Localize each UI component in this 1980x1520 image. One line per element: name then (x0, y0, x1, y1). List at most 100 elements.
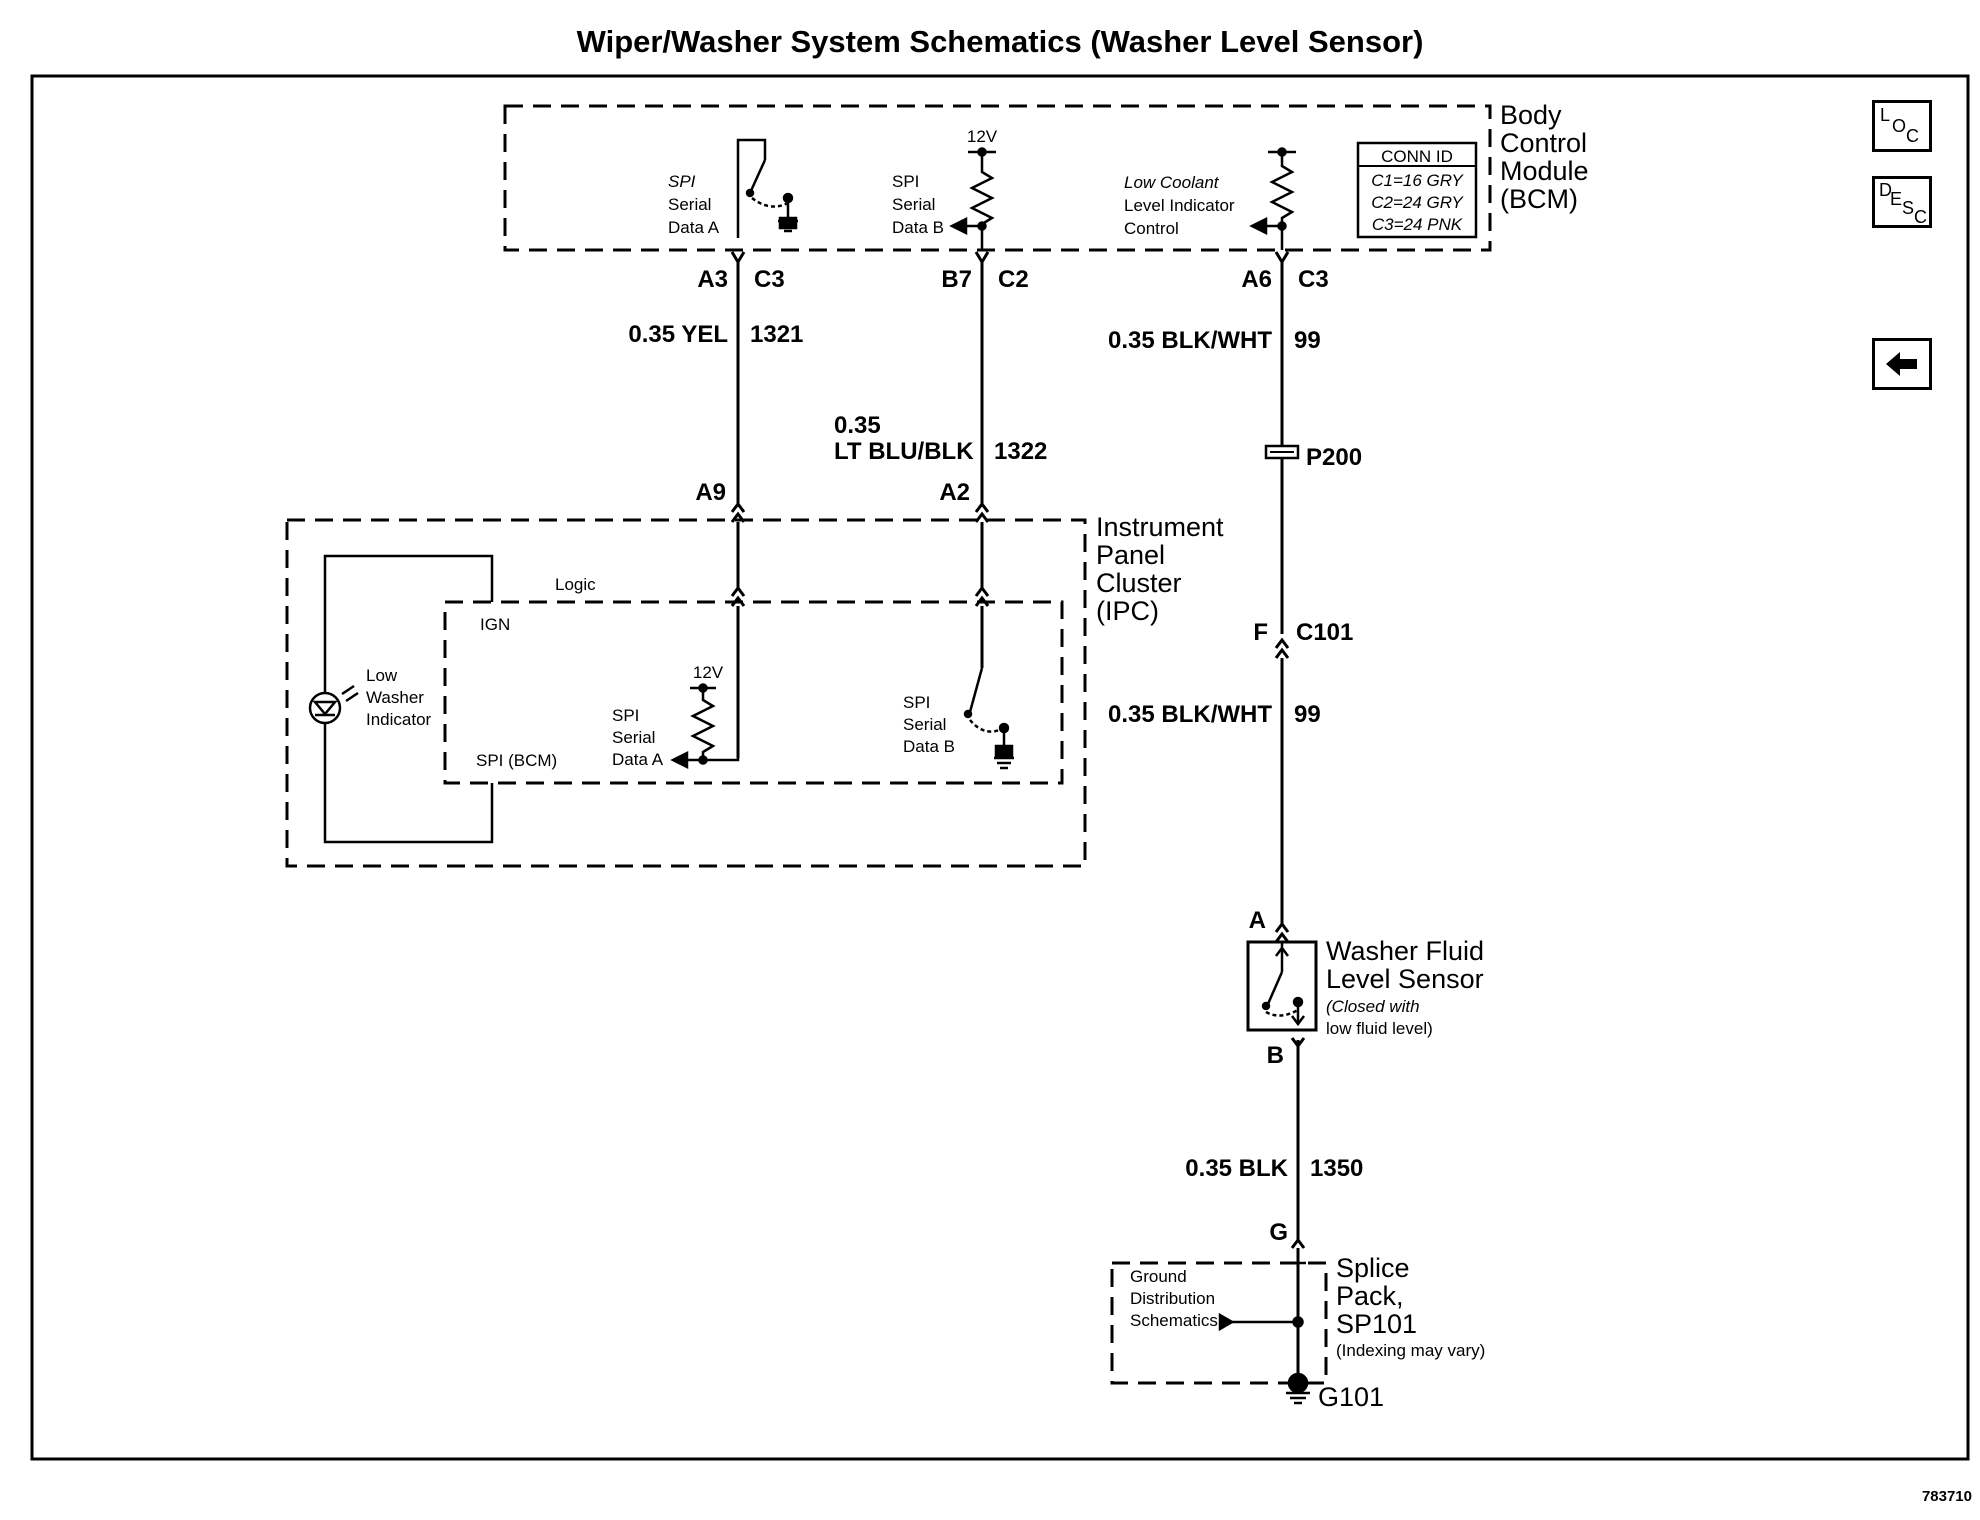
wire-99 (1268, 251, 1296, 943)
ipc-label: Instrument Panel Cluster (IPC) (1096, 512, 1224, 626)
wire-99-conn-top: C3 (1298, 266, 1329, 293)
svg-text:Panel: Panel (1096, 540, 1165, 570)
p200-splice-icon (1264, 444, 1300, 460)
bcm-spi-a-switch (736, 138, 794, 238)
washer-sensor-label: Washer Fluid Level Sensor (Closed with l… (1326, 936, 1484, 1038)
svg-text:low fluid level): low fluid level) (1326, 1019, 1433, 1038)
ground-distribution-label: Ground Distribution Schematics (1130, 1267, 1218, 1330)
wire-1322-color: LT BLU/BLK (834, 438, 974, 465)
svg-text:Level Sensor: Level Sensor (1326, 964, 1484, 994)
svg-text:Washer: Washer (366, 688, 424, 707)
wire-1322-circuit: 1322 (994, 438, 1047, 465)
svg-text:Control: Control (1500, 128, 1587, 158)
svg-text:Body: Body (1500, 100, 1562, 130)
ipc-spi-b-label: SPI Serial Data B (903, 693, 955, 756)
wire-99-circuit: 99 (1294, 327, 1321, 354)
wire-1321-conn-top: C3 (754, 266, 785, 293)
svg-text:(Indexing may vary): (Indexing may vary) (1336, 1341, 1485, 1360)
wire-99-pin-top: A6 (1241, 266, 1272, 293)
bcm-label: Body Control Module (BCM) (1500, 100, 1589, 214)
svg-text:Ground: Ground (1130, 1267, 1187, 1286)
spi-bcm-label: SPI (BCM) (476, 751, 557, 770)
svg-text:Instrument: Instrument (1096, 512, 1224, 542)
wire-1350-pin-bottom: G (1269, 1219, 1288, 1246)
ipc-logic-box (443, 600, 1064, 785)
svg-text:CONN ID: CONN ID (1381, 147, 1453, 166)
p200-label: P200 (1306, 444, 1362, 471)
loc-button[interactable]: L O C (1872, 100, 1932, 152)
wire-1321-circuit: 1321 (750, 321, 803, 348)
wire-99-color-2: 0.35 BLK/WHT (1108, 701, 1272, 728)
loc-letter: C (1906, 126, 1919, 146)
svg-text:Serial: Serial (668, 195, 711, 214)
wire-1322 (974, 251, 990, 668)
wire-1322-pin-top: B7 (941, 266, 972, 293)
svg-text:Level Indicator: Level Indicator (1124, 196, 1235, 215)
wire-1322-gauge: 0.35 (834, 412, 881, 439)
bcm-spi-b-pullup (949, 147, 996, 250)
svg-text:Serial: Serial (903, 715, 946, 734)
svg-text:Data B: Data B (892, 218, 944, 237)
left-arrow-icon (1886, 352, 1917, 376)
splice-pack-wiring (1218, 1261, 1309, 1394)
svg-text:Serial: Serial (612, 728, 655, 747)
ipc-spi-b-switch (963, 667, 1010, 755)
svg-text:Indicator: Indicator (366, 710, 432, 729)
desc-letter: C (1914, 207, 1927, 227)
back-button[interactable] (1872, 338, 1932, 390)
g101-label: G101 (1318, 1382, 1384, 1412)
desc-button[interactable]: D E S C (1872, 176, 1932, 228)
bcm-coolant-label: Low Coolant Level Indicator Control (1124, 173, 1235, 238)
svg-text:Splice: Splice (1336, 1253, 1410, 1283)
svg-text:C2=24 GRY: C2=24 GRY (1371, 193, 1464, 212)
desc-letter: E (1890, 189, 1903, 209)
svg-text:SPI: SPI (892, 172, 919, 191)
sensor-pin-b: B (1267, 1042, 1284, 1069)
desc-letter: D (1879, 180, 1892, 200)
wire-1321-pin-bottom: A9 (695, 479, 726, 506)
diagram-frame (30, 74, 1970, 1461)
wire-1350 (1290, 1037, 1306, 1383)
figure-number: 783710 (1921, 1488, 1972, 1505)
wire-1322-conn-top: C2 (998, 266, 1029, 293)
sensor-pin-a: A (1249, 907, 1266, 934)
wire-1322-pin-bottom: A2 (939, 479, 970, 506)
svg-text:Cluster: Cluster (1096, 568, 1182, 598)
bcm-spi-b-label: SPI Serial Data B (892, 172, 944, 237)
svg-text:Serial: Serial (892, 195, 935, 214)
svg-text:SP101: SP101 (1336, 1309, 1417, 1339)
bcm-box (503, 104, 1492, 252)
svg-text:Data B: Data B (903, 737, 955, 756)
svg-text:Washer Fluid: Washer Fluid (1326, 936, 1484, 966)
svg-text:Low Coolant: Low Coolant (1124, 173, 1220, 192)
washer-sensor-switch (1261, 942, 1305, 1027)
ground-icon (994, 744, 1014, 770)
ign-label: IGN (480, 615, 510, 634)
svg-text:Control: Control (1124, 219, 1179, 238)
ipc-spi-a-pullup (670, 606, 740, 770)
svg-text:SPI: SPI (903, 693, 930, 712)
loc-letter: O (1892, 116, 1907, 136)
ipc-box (285, 518, 1087, 868)
svg-text:Distribution: Distribution (1130, 1289, 1215, 1308)
svg-text:C3=24 PNK: C3=24 PNK (1372, 215, 1463, 234)
wire-1321-pin-top: A3 (697, 266, 728, 293)
ipc-12v-label: 12V (693, 663, 724, 682)
bcm-spi-a-label: SPI Serial Data A (668, 172, 720, 237)
svg-text:SPI: SPI (668, 172, 696, 191)
svg-text:Low: Low (366, 666, 398, 685)
svg-text:Pack,: Pack, (1336, 1281, 1404, 1311)
splice-pack-label: Splice Pack, SP101 (Indexing may vary) (1336, 1253, 1485, 1360)
svg-text:SPI: SPI (612, 706, 639, 725)
svg-text:Data A: Data A (668, 218, 720, 237)
wire-1350-color: 0.35 BLK (1185, 1155, 1288, 1182)
svg-text:(BCM): (BCM) (1500, 184, 1578, 214)
ground-icon (1286, 1391, 1310, 1405)
svg-text:C1=16 GRY: C1=16 GRY (1371, 171, 1464, 190)
svg-text:(Closed with: (Closed with (1326, 997, 1420, 1016)
indicator-label: Low Washer Indicator (366, 666, 432, 729)
conn-id-table: CONN ID C1=16 GRY C2=24 GRY C3=24 PNK (1356, 141, 1478, 239)
c101-label: C101 (1296, 619, 1353, 646)
desc-letter: S (1902, 198, 1915, 218)
